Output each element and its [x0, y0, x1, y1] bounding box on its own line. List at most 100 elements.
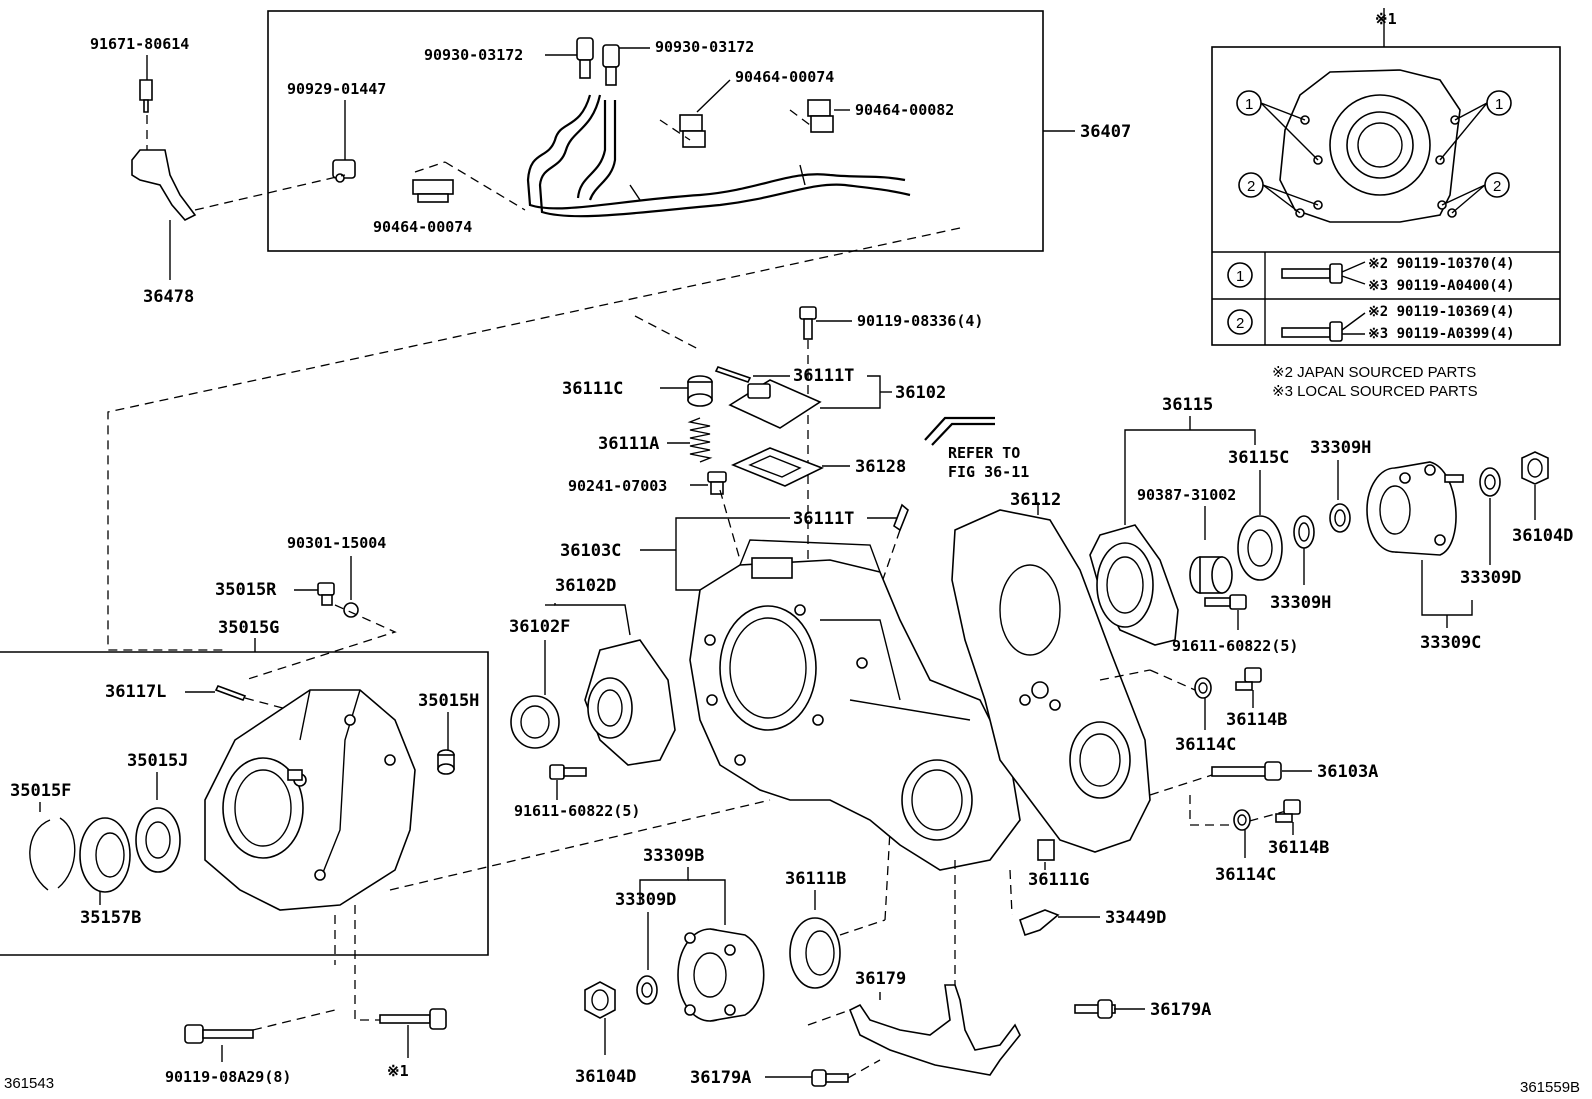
callout-90930-03172-left[interactable]: 90930-03172: [424, 46, 523, 64]
callout-90119-08336[interactable]: 90119-08336(4): [857, 312, 983, 330]
callout-36102F[interactable]: 36102F: [509, 617, 570, 637]
callout-90464-00082[interactable]: 90464-00082: [855, 101, 954, 119]
callout-90241-07003[interactable]: 90241-07003: [568, 477, 667, 495]
callout-90930-03172-right[interactable]: 90930-03172: [655, 38, 754, 56]
callout-90301-15004[interactable]: 90301-15004: [287, 534, 386, 552]
bearing-36115C: [1237, 515, 1283, 581]
callout-33309D-right[interactable]: 33309D: [1460, 568, 1521, 588]
hose-bracket-36478: [131, 79, 197, 221]
figure-id-left: 361543: [4, 1075, 54, 1092]
callout-36407[interactable]: 36407: [1080, 122, 1131, 142]
callout-36115[interactable]: 36115: [1162, 395, 1213, 415]
callout-36112[interactable]: 36112: [1010, 490, 1061, 510]
bracket-33449D: [1019, 909, 1060, 937]
plug-36111C: [687, 375, 713, 407]
callout-36104D-bottom[interactable]: 36104D: [575, 1067, 636, 1087]
callout-35157B[interactable]: 35157B: [80, 908, 141, 928]
callout-36114C-top[interactable]: 36114C: [1175, 735, 1236, 755]
front-retainer-36102D: [584, 639, 676, 766]
inset-row2-line2: ※3 90119-A0399(4): [1368, 326, 1515, 342]
inset-marker-1-right: 1: [1495, 96, 1503, 113]
callout-36102D[interactable]: 36102D: [555, 576, 616, 596]
callout-ref1-bottom[interactable]: ※1: [387, 1062, 409, 1080]
bolt-36179A-right: [1074, 999, 1116, 1019]
callout-36111T-top[interactable]: 36111T: [793, 366, 854, 386]
nut-36104D-right: [1521, 451, 1549, 485]
callout-33309H-top[interactable]: 33309H: [1310, 438, 1371, 458]
oil-seal-35015J: [135, 807, 181, 873]
bolt-36103A: [1211, 761, 1282, 781]
bolt-icon-row2: [1281, 321, 1343, 342]
callout-36128[interactable]: 36128: [855, 457, 906, 477]
callout-90464-00074-top[interactable]: 90464-00074: [735, 68, 834, 86]
bushing-90387-31002: [1189, 556, 1233, 594]
callout-36179A-bottom[interactable]: 36179A: [690, 1068, 751, 1088]
callout-33309H-bottom[interactable]: 33309H: [1270, 593, 1331, 613]
callout-90387-31002[interactable]: 90387-31002: [1137, 486, 1236, 504]
spacer-33309H-left: [1293, 515, 1315, 549]
callout-36179A-right[interactable]: 36179A: [1150, 1000, 1211, 1020]
callout-90119-08A29[interactable]: 90119-08A29(8): [165, 1068, 291, 1086]
callout-36179[interactable]: 36179: [855, 969, 906, 989]
hose-clamp-90464-a: [679, 114, 706, 148]
transfer-case-housing-36103C: [689, 539, 1021, 871]
breather-pipe: [924, 416, 995, 441]
spacer-33309H-right: [1329, 503, 1351, 533]
shift-cover-36102: [728, 379, 822, 429]
callout-33309B[interactable]: 33309B: [643, 846, 704, 866]
callout-36111B[interactable]: 36111B: [785, 869, 846, 889]
washer-33309D: [636, 975, 658, 1005]
callout-36103C[interactable]: 36103C: [560, 541, 621, 561]
callout-36103A[interactable]: 36103A: [1317, 762, 1378, 782]
refer-to-line1[interactable]: REFER TO: [948, 444, 1020, 462]
callout-35015F[interactable]: 35015F: [10, 781, 71, 801]
callout-91611-60822-front[interactable]: 91611-60822(5): [514, 802, 640, 820]
callout-36102[interactable]: 36102: [895, 383, 946, 403]
callout-36114B-bottom[interactable]: 36114B: [1268, 838, 1329, 858]
inset-housing-drawing: [1279, 69, 1461, 223]
callout-35015R[interactable]: 35015R: [215, 580, 277, 600]
transfer-case-plate-36112: [951, 509, 1151, 853]
note-japan-sourced: ※2 JAPAN SOURCED PARTS: [1272, 364, 1476, 381]
callout-91611-60822-rear[interactable]: 91611-60822(5): [1172, 637, 1298, 655]
breather-hose-drawing: [526, 94, 911, 218]
callout-36114B-top[interactable]: 36114B: [1226, 710, 1287, 730]
gasket-36128: [730, 447, 825, 487]
callout-36111G[interactable]: 36111G: [1028, 870, 1089, 890]
callout-90464-00074-bottom[interactable]: 90464-00074: [373, 218, 472, 236]
callout-35015J[interactable]: 35015J: [127, 751, 188, 771]
extension-housing-35015G: [204, 689, 416, 911]
figure-id-right: 361559B: [1520, 1079, 1580, 1096]
callout-36117L[interactable]: 36117L: [105, 682, 166, 702]
callout-90929-01447[interactable]: 90929-01447: [287, 80, 386, 98]
callout-35015H[interactable]: 35015H: [418, 691, 479, 711]
callout-36111A[interactable]: 36111A: [598, 434, 659, 454]
callout-36115C[interactable]: 36115C: [1228, 448, 1289, 468]
plug-90241-07003: [707, 471, 727, 495]
refer-to-line2[interactable]: FIG 36-11: [948, 463, 1029, 481]
callout-91671-80614[interactable]: 91671-80614: [90, 35, 189, 53]
callout-36478[interactable]: 36478: [143, 287, 194, 307]
plug-35015R: [317, 582, 335, 606]
hose-clamp-90929: [332, 159, 356, 183]
rear-cover-36115: [1089, 524, 1179, 646]
washer-36114C-bottom: [1233, 809, 1251, 831]
callout-36111C[interactable]: 36111C: [562, 379, 623, 399]
bolt-icon-row1: [1281, 263, 1343, 284]
inset-marker-2-right: 2: [1493, 178, 1501, 195]
companion-flange-33309C: [1366, 461, 1464, 556]
washer-36114C-top: [1194, 677, 1212, 699]
callout-33309C[interactable]: 33309C: [1420, 633, 1481, 653]
callout-36104D-right[interactable]: 36104D: [1512, 526, 1573, 546]
callout-33309D-bottom[interactable]: 33309D: [615, 890, 676, 910]
inset-ref-mark: ※1: [1375, 10, 1397, 28]
washer-33309D-right: [1479, 467, 1501, 497]
inset-bolt-table: ※1 1 1 2 2: [1211, 8, 1561, 346]
inset-row1-line1: ※2 90119-10370(4): [1368, 256, 1515, 272]
callout-36111T-mid[interactable]: 36111T: [793, 509, 854, 529]
callout-35015G[interactable]: 35015G: [218, 618, 279, 638]
callout-36114C-bottom[interactable]: 36114C: [1215, 865, 1276, 885]
callout-33449D[interactable]: 33449D: [1105, 908, 1166, 928]
